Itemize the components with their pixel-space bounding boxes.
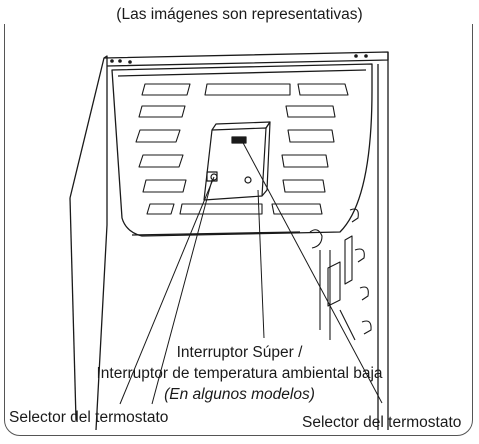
thermostat-selector-right-label: Selector del termostato [302,414,462,431]
leader-lines [119,138,383,405]
control-box [203,121,271,201]
door-shelves [309,208,372,341]
super-switch-line2: Interruptor de temperatura ambiental baj… [96,365,383,382]
cabinet-left-panel [69,55,108,431]
ceiling-vents [135,83,349,215]
super-switch-note: (En algunos modelos) [164,386,315,403]
super-switch-line1: Interruptor Súper / [176,344,303,361]
thermostat-selector-left-label: Selector del termostato [9,409,169,426]
cabinet-top-edge [103,51,389,67]
super-switch-label: Interruptor Súper / Interruptor de tempe… [0,342,479,405]
inner-ceiling [111,63,373,237]
representative-images-caption: (Las imágenes son representativas) [0,6,479,24]
mounting-dots [110,54,368,64]
